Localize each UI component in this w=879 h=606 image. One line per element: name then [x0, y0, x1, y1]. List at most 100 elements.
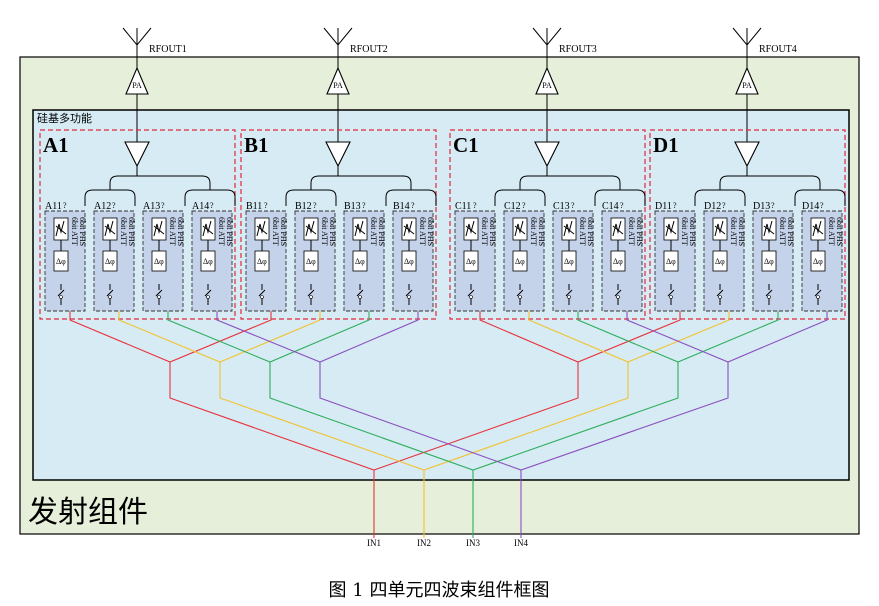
output-label: RFOUT4: [759, 44, 797, 55]
group-amplifier-icon: [734, 141, 760, 168]
input-label-IN4: IN4: [514, 538, 528, 548]
attenuator-label: 6bit ATT: [529, 217, 538, 246]
attenuator-icon: [102, 217, 118, 241]
group-label: B1: [244, 133, 269, 157]
phase-symbol: Δφ: [564, 257, 574, 266]
attenuator-icon: [200, 217, 216, 241]
splitter-level2: [694, 189, 746, 206]
attenuator-icon: [401, 217, 417, 241]
channel-marker: ?: [673, 201, 677, 210]
switch-icon: [106, 284, 114, 305]
attenuator-label: 6bit ATT: [827, 217, 836, 246]
group-amplifier-icon: [325, 141, 351, 168]
switch-node: [407, 295, 411, 299]
phase-shifter-label: 6bit PHS: [688, 217, 697, 246]
splitter-level1: [519, 175, 621, 190]
attenuator-symbol: [354, 220, 366, 237]
channel-label: D14: [802, 201, 819, 212]
switch-icon: [356, 284, 364, 305]
phase-symbol: Δφ: [404, 257, 414, 266]
switch-node: [669, 295, 673, 299]
phase-shifter-label: 6bit PHS: [78, 217, 87, 246]
splitter-level2: [285, 189, 337, 206]
attenuator-icon: [512, 217, 528, 241]
attenuator-symbol: [202, 220, 214, 237]
attenuator-label: 6bit ATT: [119, 217, 128, 246]
phase-shifter-label: 6bit PHS: [279, 217, 288, 246]
switch-icon: [765, 284, 773, 305]
attenuator-symbol: [812, 220, 824, 237]
phase-shifter-label: 6bit PHS: [635, 217, 644, 246]
switch-icon: [57, 284, 65, 305]
channel-label: A12: [94, 201, 111, 212]
phase-symbol: Δφ: [154, 257, 164, 266]
attenuator-symbol: [465, 220, 477, 237]
attenuator-label: 6bit ATT: [168, 217, 177, 246]
phase-symbol: Δφ: [306, 257, 316, 266]
attenuator-label: 6bit ATT: [271, 217, 280, 246]
attenuator-symbol: [763, 220, 775, 237]
switch-icon: [667, 284, 675, 305]
attenuator-symbol: [153, 220, 165, 237]
phase-symbol: Δφ: [666, 257, 676, 266]
switch-node: [358, 295, 362, 299]
input-label-IN1: IN1: [367, 538, 381, 548]
phase-symbol: Δφ: [613, 257, 623, 266]
splitter-level1: [109, 175, 211, 190]
splitter-level2: [594, 189, 646, 206]
output-label: RFOUT2: [350, 44, 388, 55]
switch-node: [616, 295, 620, 299]
switch-icon: [155, 284, 163, 305]
channel-marker: ?: [722, 201, 726, 210]
group-label: A1: [43, 133, 69, 157]
phase-shifter-label: 6bit PHS: [225, 217, 234, 246]
figure-caption: 图 1 四单元四波束组件框图: [329, 580, 550, 601]
feed-IN1: IN1: [69, 311, 681, 548]
channel-marker: ?: [313, 201, 317, 210]
splitter-level1: [310, 175, 412, 190]
switch-node: [157, 295, 161, 299]
attenuator-icon: [303, 217, 319, 241]
channel-label: A14: [192, 201, 209, 212]
attenuator-symbol: [403, 220, 415, 237]
phase-symbol: Δφ: [203, 257, 213, 266]
phase-shifter-label: 6bit PHS: [127, 217, 136, 246]
phase-symbol: Δφ: [105, 257, 115, 266]
switch-icon: [405, 284, 413, 305]
attenuator-label: 6bit ATT: [480, 217, 489, 246]
antenna-icon: [323, 27, 353, 68]
attenuator-icon: [810, 217, 826, 241]
splitter-level2: [494, 189, 546, 206]
antenna-icon: [532, 27, 562, 68]
attenuator-icon: [561, 217, 577, 241]
channel-marker: ?: [63, 201, 67, 210]
channel-marker: ?: [161, 201, 165, 210]
group-label: D1: [653, 133, 679, 157]
switch-node: [59, 295, 63, 299]
antenna-icon: [122, 27, 152, 68]
switch-node: [567, 295, 571, 299]
phase-shifter-label: 6bit PHS: [488, 217, 497, 246]
phase-symbol: Δφ: [355, 257, 365, 266]
switch-icon: [814, 284, 822, 305]
output-label: RFOUT3: [559, 44, 597, 55]
phase-shifter-label: 6bit PHS: [176, 217, 185, 246]
attenuator-symbol: [514, 220, 526, 237]
channel-marker: ?: [571, 201, 575, 210]
group-label: C1: [453, 133, 479, 157]
group-box: [449, 129, 646, 320]
attenuator-icon: [663, 217, 679, 241]
splitter-level2: [184, 189, 236, 206]
